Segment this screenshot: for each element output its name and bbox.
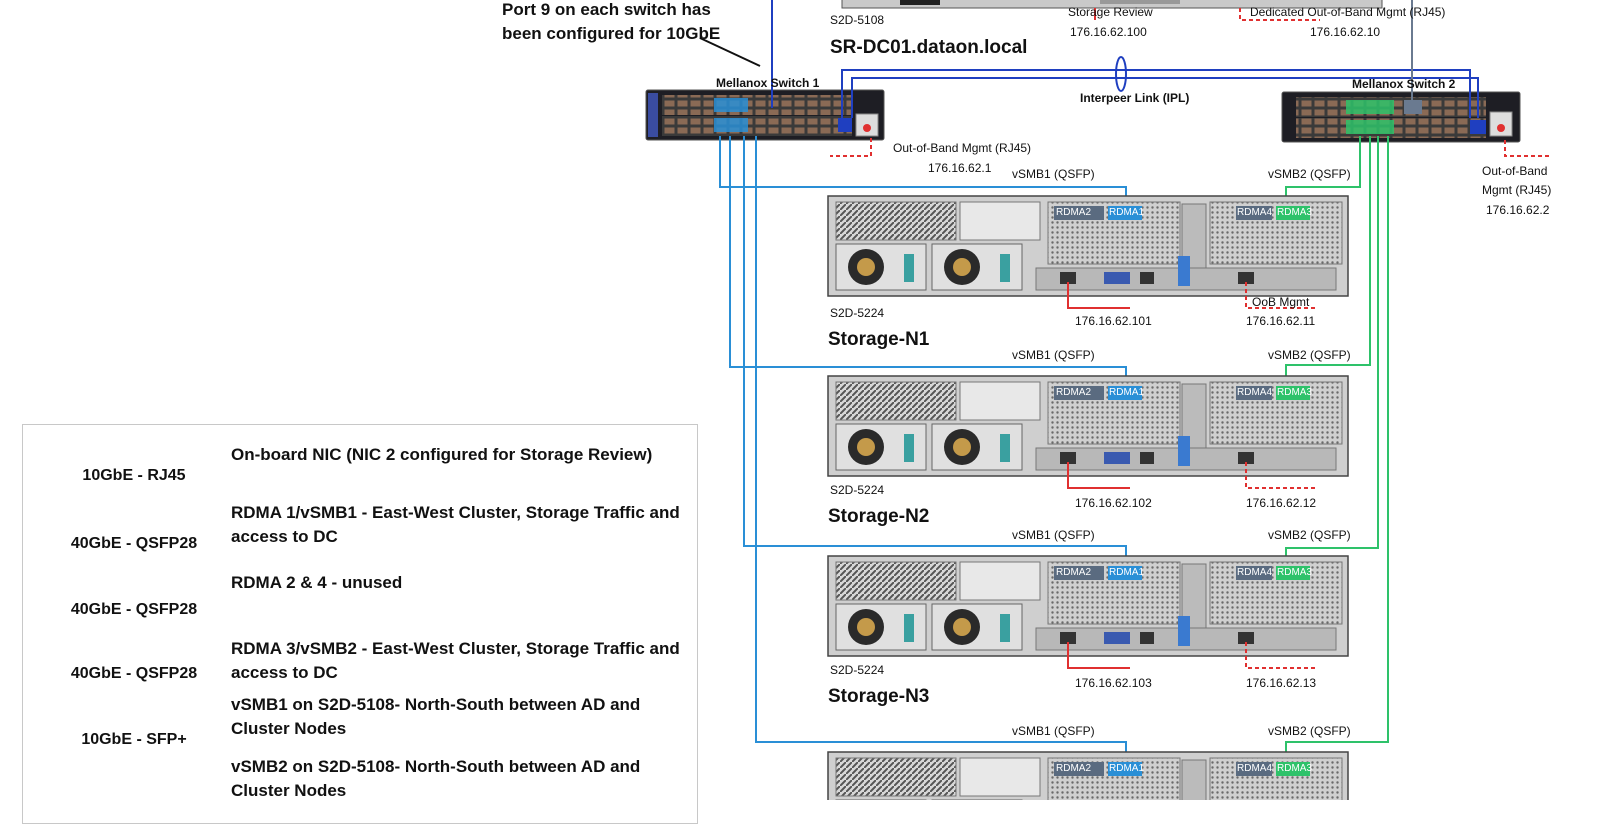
switch-1-name: Mellanox Switch 1 bbox=[716, 76, 820, 90]
node-2-rdma3-slot: RDMA3 bbox=[1277, 387, 1313, 398]
node-4-rdma4-slot: RDMA4 bbox=[1237, 763, 1273, 774]
storage-node-chassis-group bbox=[827, 195, 1349, 800]
node-2-vsmb2-label: vSMB2 (QSFP) bbox=[1268, 348, 1351, 362]
node-1-nic-ip: 176.16.62.101 bbox=[1075, 314, 1152, 328]
switch-1-oob-ip: 176.16.62.1 bbox=[928, 161, 992, 175]
legend-type-2: 40GbE - QSFP28 bbox=[70, 535, 198, 552]
node-3-nic-ip: 176.16.62.103 bbox=[1075, 676, 1152, 690]
dc-storage-review-ip: 176.16.62.100 bbox=[1070, 25, 1147, 39]
legend-desc-4: RDMA 3/vSMB2 - East-West Cluster, Storag… bbox=[231, 639, 680, 682]
storage-node-2-chassis bbox=[827, 375, 1349, 489]
switch-2-name: Mellanox Switch 2 bbox=[1352, 77, 1456, 91]
dc-model: S2D-5108 bbox=[830, 13, 885, 27]
node-4-vsmb1-label: vSMB1 (QSFP) bbox=[1012, 724, 1095, 738]
node-1-vsmb2-label: vSMB2 (QSFP) bbox=[1268, 167, 1351, 181]
dc-hostname: SR-DC01.dataon.local bbox=[830, 37, 1028, 58]
node-3-name: Storage-N3 bbox=[828, 686, 930, 707]
node-4-rdma3-slot: RDMA3 bbox=[1277, 763, 1313, 774]
storage-node-4-chassis bbox=[827, 751, 1349, 800]
legend-panel: 10GbE - RJ45 On-board NIC (NIC 2 configu… bbox=[22, 424, 698, 824]
port9-callout: Port 9 on each switch has been configure… bbox=[502, 0, 721, 43]
ipl-label: Interpeer Link (IPL) bbox=[1080, 91, 1190, 105]
legend-type-1: 10GbE - RJ45 bbox=[82, 467, 186, 484]
dc-storage-review-label: Storage Review bbox=[1068, 5, 1153, 19]
node-3-oob-ip: 176.16.62.13 bbox=[1246, 676, 1317, 690]
storage-node-1-chassis bbox=[827, 195, 1349, 309]
node-2-oob-ip: 176.16.62.12 bbox=[1246, 496, 1317, 510]
mellanox-switch-2 bbox=[1281, 91, 1521, 143]
node-2-name: Storage-N2 bbox=[828, 506, 930, 527]
legend-desc-5: vSMB1 on S2D-5108- North-South between A… bbox=[231, 695, 641, 738]
node-2-model: S2D-5224 bbox=[830, 483, 885, 497]
node-1-oob-label: OoB Mgmt bbox=[1252, 295, 1310, 309]
dc-oob-ip: 176.16.62.10 bbox=[1310, 25, 1381, 39]
node-3-rdma3-slot: RDMA3 bbox=[1277, 567, 1313, 578]
legend-type-3: 40GbE - QSFP28 bbox=[70, 601, 198, 618]
node-3-vsmb1-label: vSMB1 (QSFP) bbox=[1012, 528, 1095, 542]
dc-server-chassis bbox=[841, 0, 1383, 9]
legend-desc-6: vSMB2 on S2D-5108- North-South between A… bbox=[231, 757, 641, 800]
node-2-nic-ip: 176.16.62.102 bbox=[1075, 496, 1152, 510]
node-1-vsmb1-label: vSMB1 (QSFP) bbox=[1012, 167, 1095, 181]
node-3-rdma1-slot: RDMA1 bbox=[1109, 567, 1145, 578]
node-1-model: S2D-5224 bbox=[830, 306, 885, 320]
node-3-model: S2D-5224 bbox=[830, 663, 885, 677]
node-3-vsmb2-label: vSMB2 (QSFP) bbox=[1268, 528, 1351, 542]
callout-line bbox=[699, 37, 761, 67]
legend-desc-2: RDMA 1/vSMB1 - East-West Cluster, Storag… bbox=[231, 503, 680, 546]
node-1-rdma3-slot: RDMA3 bbox=[1277, 207, 1313, 218]
switch-2-oob-ip: 176.16.62.2 bbox=[1486, 203, 1550, 217]
node-1-rdma1-slot: RDMA1 bbox=[1109, 207, 1145, 218]
node-1-name: Storage-N1 bbox=[828, 329, 930, 350]
legend-desc-3: RDMA 2 & 4 - unused bbox=[231, 573, 403, 592]
node-1-rdma2-slot: RDMA2 bbox=[1056, 207, 1092, 218]
legend-type-5: 10GbE - SFP+ bbox=[81, 731, 187, 748]
node-2-vsmb1-label: vSMB1 (QSFP) bbox=[1012, 348, 1095, 362]
node-4-vsmb2-label: vSMB2 (QSFP) bbox=[1268, 724, 1351, 738]
node-4-rdma1-slot: RDMA1 bbox=[1109, 763, 1145, 774]
switch-1-oob-label: Out-of-Band Mgmt (RJ45) bbox=[893, 141, 1032, 155]
node-2-rdma1-slot: RDMA1 bbox=[1109, 387, 1145, 398]
node-3-rdma2-slot: RDMA2 bbox=[1056, 567, 1092, 578]
interpeer-link bbox=[841, 56, 1479, 118]
switch-oob-cables bbox=[830, 138, 1550, 157]
mellanox-switch-1 bbox=[645, 89, 885, 141]
legend-type-4: 40GbE - QSFP28 bbox=[70, 665, 198, 682]
node-3-rdma4-slot: RDMA4 bbox=[1237, 567, 1273, 578]
node-1-rdma4-slot: RDMA4 bbox=[1237, 207, 1273, 218]
dc-oob-label: Dedicated Out-of-Band Mgmt (RJ45) bbox=[1250, 5, 1446, 19]
node-1-oob-ip: 176.16.62.11 bbox=[1246, 314, 1316, 328]
node-2-rdma2-slot: RDMA2 bbox=[1056, 387, 1092, 398]
dc-uplinks bbox=[771, 0, 1413, 108]
legend-desc-1: On-board NIC (NIC 2 configured for Stora… bbox=[231, 445, 653, 464]
storage-node-3-chassis bbox=[827, 555, 1349, 669]
node-2-rdma4-slot: RDMA4 bbox=[1237, 387, 1273, 398]
node-4-rdma2-slot: RDMA2 bbox=[1056, 763, 1092, 774]
switch-2-oob-label-line2: Mgmt (RJ45) bbox=[1482, 183, 1552, 197]
switch-2-oob-label-line1: Out-of-Band bbox=[1482, 164, 1548, 178]
